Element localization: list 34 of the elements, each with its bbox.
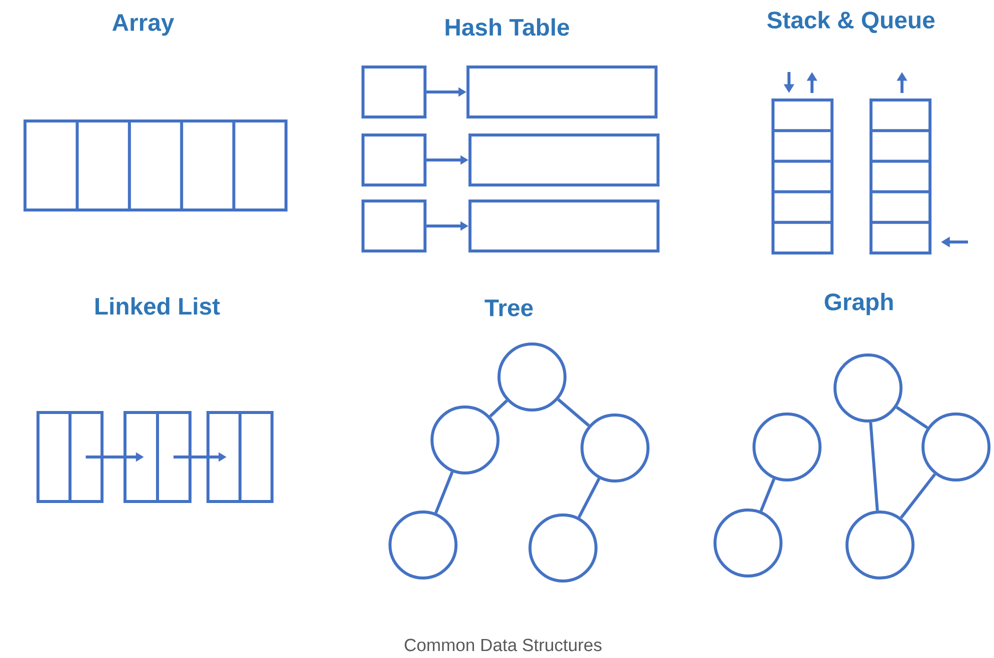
section-heading: Stack & Queue [767,11,935,33]
graph-node-circle [752,412,822,482]
bucket-box [362,66,427,118]
list-node-box [124,410,192,503]
connector-line [896,406,928,430]
section-heading: Hash Table [446,18,570,36]
connector-line [900,473,936,519]
section-heading: Linked List [96,297,220,315]
graph-node-circle [922,412,990,482]
graph-node-circle [846,510,914,580]
tree-node-circle [498,342,566,412]
list-node-box [36,410,104,503]
connector-line [760,478,776,512]
bucket-box [362,134,427,186]
connector-line [578,478,600,518]
tree-node-circle [388,510,458,580]
tree-node-circle [430,406,500,474]
connector-line [869,422,879,511]
bucket-box [466,66,658,118]
list-node-box [206,410,274,503]
bucket-box [468,200,660,252]
bucket-box [468,134,660,186]
graph-node-circle [834,354,902,422]
tree-node-circle [580,414,650,482]
connector-line [557,398,590,427]
tree-node-circle [528,514,598,582]
section-heading: Array [112,14,174,36]
bucket-box [362,200,427,252]
graph-node-circle [714,508,782,578]
section-heading: Tree [484,300,533,316]
connector-line [434,471,454,514]
caption: Common Data Structures [404,638,602,652]
section-heading: Graph [824,292,893,316]
connector-line [489,400,508,418]
